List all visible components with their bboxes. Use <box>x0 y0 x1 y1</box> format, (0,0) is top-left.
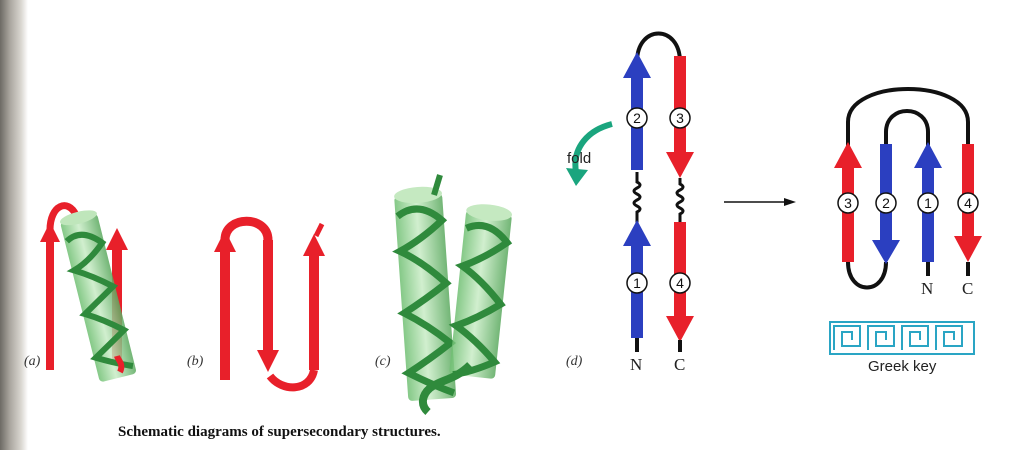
panel-label-d: (d) <box>566 354 582 370</box>
strand-number-3: 3 <box>676 110 684 126</box>
panel-label-c: (c) <box>375 354 391 370</box>
strand-b-tail <box>316 224 322 236</box>
terminus-c-gk: C <box>962 279 973 299</box>
beta-meander <box>214 221 325 387</box>
beta-alpha-beta-motif <box>40 206 137 383</box>
strand-b-1 <box>214 230 236 380</box>
linker-d-left <box>634 172 640 225</box>
transition-arrow-icon <box>724 198 796 206</box>
loop-d-top <box>637 34 680 63</box>
fold-arrowhead-icon <box>566 168 588 186</box>
terminus-c-d: C <box>674 355 685 375</box>
panel-label-a: (a) <box>24 354 40 370</box>
gk-number-1: 1 <box>924 195 932 211</box>
helix-cylinder-c-left <box>394 185 457 401</box>
gk-number-4: 4 <box>964 195 972 211</box>
linker-d-right <box>677 178 683 222</box>
strand-b-2 <box>257 240 279 372</box>
terminus-n-d: N <box>630 355 642 375</box>
figure-caption: Schematic diagrams of supersecondary str… <box>118 424 441 441</box>
gk-number-2: 2 <box>882 195 890 211</box>
loop-gk-bottom <box>848 262 886 288</box>
helix-cylinder-c-right <box>449 202 513 379</box>
alpha-alpha-motif <box>394 175 513 412</box>
loop-gk-inner <box>886 111 928 146</box>
loop-b-bottom <box>270 370 314 387</box>
strand-number-4: 4 <box>676 275 684 291</box>
strand-number-1: 1 <box>633 275 641 291</box>
helix-cylinder-a <box>59 207 137 382</box>
loop-b-top <box>225 221 268 240</box>
panel-label-b: (b) <box>187 354 203 370</box>
greek-key-pattern-icon <box>830 322 974 354</box>
greek-key-folded: 3 2 1 4 <box>834 89 982 288</box>
loop-gk-outer <box>848 89 968 150</box>
strand-b-3 <box>303 234 325 370</box>
strand-a-left <box>40 222 60 370</box>
gk-number-3: 3 <box>844 195 852 211</box>
fold-label: fold <box>567 150 591 167</box>
greek-key-label: Greek key <box>868 358 936 375</box>
terminus-n-gk: N <box>921 279 933 299</box>
strand-number-2: 2 <box>633 110 641 126</box>
greek-key-unfolded: 2 3 1 4 <box>566 34 694 353</box>
